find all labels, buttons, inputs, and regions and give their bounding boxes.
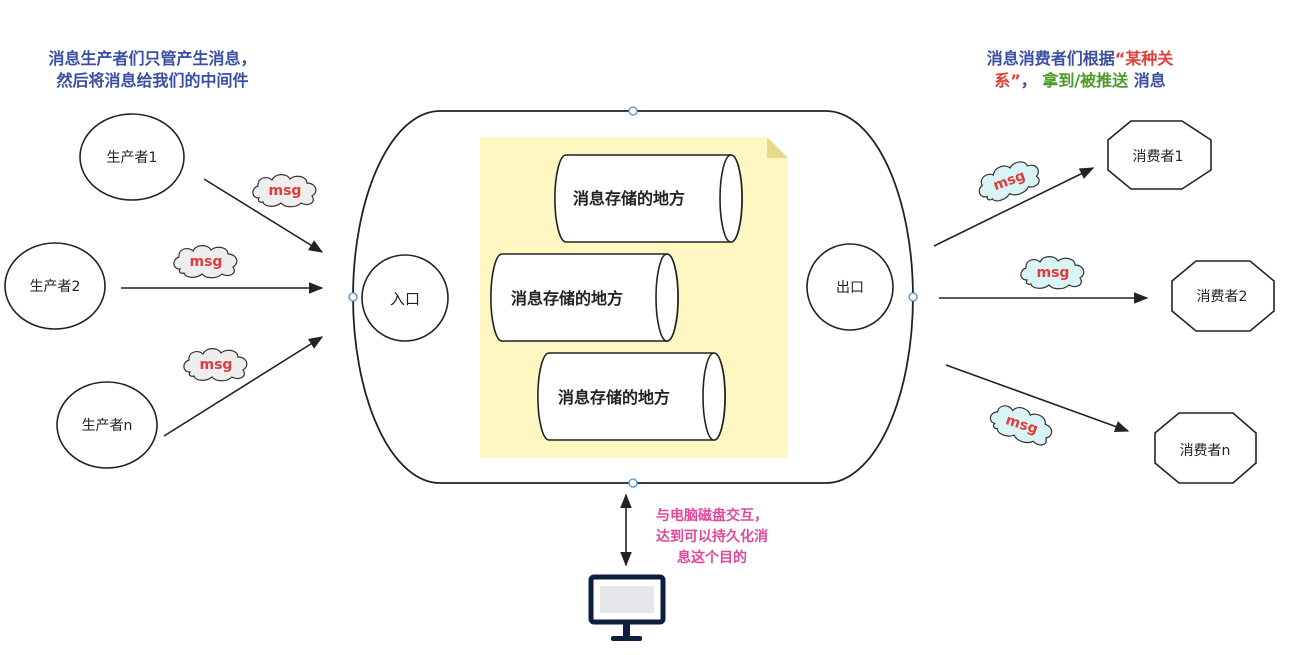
consumer-node-n: [1154, 412, 1257, 484]
arrow-consumer-n: [945, 364, 1130, 432]
msg-label: msg: [200, 357, 233, 373]
consumers-note-line1: 消息消费者们根据“某种关: [955, 48, 1205, 70]
arrow-producer-1: [203, 178, 324, 253]
exit-label: 出口: [836, 280, 864, 296]
consumers-note-text-f: 消息: [1133, 71, 1166, 90]
consumers-note-text-a: 消息消费者们根据: [986, 49, 1115, 68]
consumers-note-text-b: “某种关: [1114, 49, 1174, 68]
consumers-note-text-e: 拿到/被推送: [1042, 71, 1129, 90]
producers-note-line1: 消息生产者们只管产生消息，: [48, 49, 257, 68]
producer-node-1: [79, 113, 185, 201]
storage-label-1: 消息存储的地方: [573, 189, 685, 208]
msg-cloud-producer-2: msg: [173, 245, 238, 279]
disk-note: 与电脑磁盘交互， 达到可以持久化消 息这个目的: [632, 506, 792, 569]
producer-node-2: [4, 242, 106, 330]
consumers-note-line2: 系”， 拿到/被推送 消息: [955, 70, 1205, 92]
consumer-node-1: [1107, 120, 1212, 190]
consumers-note-text-d: ，: [1020, 71, 1037, 90]
producers-note: 消息生产者们只管产生消息， 然后将消息给我们的中间件: [20, 48, 285, 92]
arrow-consumer-1: [933, 167, 1095, 247]
computer-monitor-icon: [588, 574, 666, 641]
connection-handle-top: [628, 106, 638, 116]
connection-handle-bottom: [628, 478, 638, 488]
producers-note-line2: 然后将消息给我们的中间件: [56, 71, 249, 90]
consumers-note: 消息消费者们根据“某种关 系”， 拿到/被推送 消息: [955, 48, 1205, 92]
storage-label-3: 消息存储的地方: [558, 388, 670, 407]
msg-label: msg: [190, 254, 223, 270]
msg-cloud-consumer-n: msg: [985, 398, 1057, 451]
consumer-label-1: 消费者1: [1133, 149, 1184, 165]
storage-label-2: 消息存储的地方: [511, 289, 623, 308]
storage-cylinder-1: 消息存储的地方: [554, 154, 743, 243]
entrance-label: 入口: [390, 290, 420, 308]
disk-note-line2: 达到可以持久化消: [656, 529, 768, 545]
storage-cylinder-3: 消息存储的地方: [537, 352, 726, 441]
msg-cloud-consumer-2: msg: [1020, 256, 1085, 290]
msg-label: msg: [269, 183, 302, 199]
disk-note-line1: 与电脑磁盘交互，: [656, 508, 768, 524]
sticky-note-fold: [767, 137, 788, 158]
consumer-node-2: [1171, 260, 1275, 332]
connection-handle-right: [908, 292, 918, 302]
producer-label-1: 生产者1: [107, 150, 158, 166]
exit-node: [806, 243, 894, 331]
disk-note-line3: 息这个目的: [677, 550, 747, 566]
entrance-node: [361, 254, 449, 342]
producer-label-n: 生产者n: [82, 418, 133, 434]
storage-cylinder-2: 消息存储的地方: [490, 253, 679, 342]
consumers-note-text-c: 系”: [994, 71, 1021, 90]
msg-cloud-producer-1: msg: [252, 174, 317, 208]
producer-label-2: 生产者2: [30, 279, 81, 295]
msg-cloud-producer-n: msg: [183, 348, 248, 382]
consumer-label-2: 消费者2: [1197, 289, 1248, 305]
msg-cloud-consumer-1: msg: [972, 154, 1045, 208]
arrow-producer-n: [163, 336, 324, 437]
connection-handle-left: [348, 292, 358, 302]
producer-node-n: [56, 381, 158, 469]
consumer-label-n: 消费者n: [1180, 443, 1231, 459]
msg-label: msg: [1037, 265, 1070, 281]
